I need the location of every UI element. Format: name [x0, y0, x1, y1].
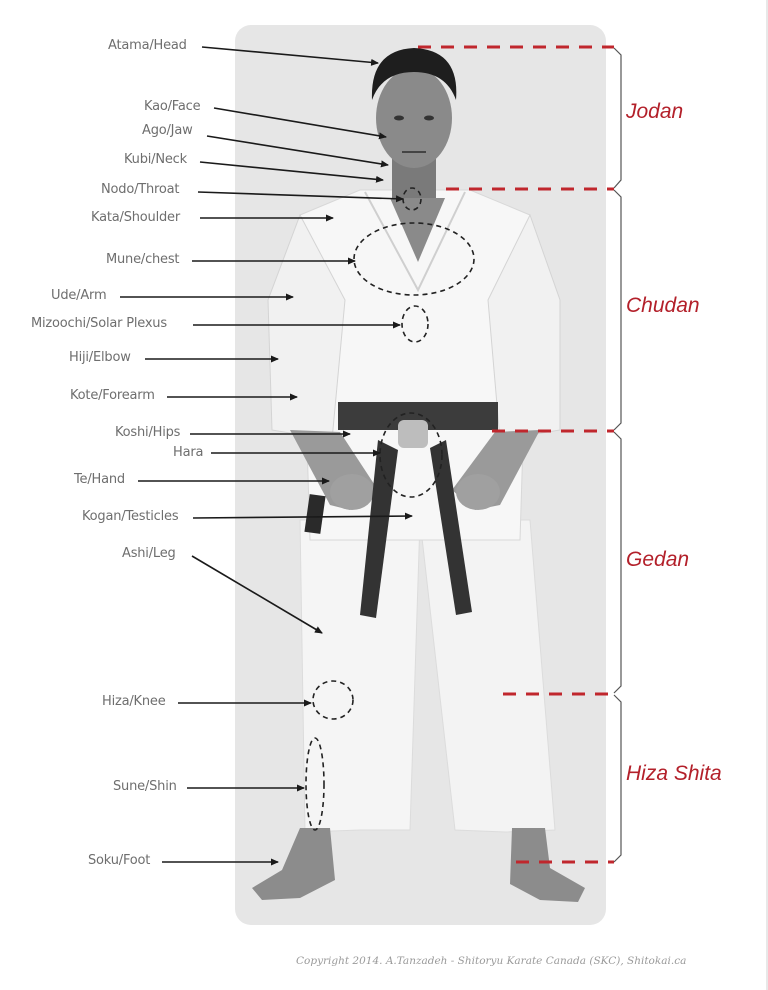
shin-target — [305, 737, 325, 831]
label-testicles: Kogan/Testicles — [82, 509, 179, 524]
chest-target — [353, 222, 475, 296]
label-hand: Te/Hand — [74, 472, 125, 487]
copyright-notice: Copyright 2014. A.Tanzadeh - Shitoryu Ka… — [296, 955, 687, 967]
label-foot: Soku/Foot — [88, 853, 151, 868]
label-knee: Hiza/Knee — [102, 694, 166, 709]
label-solar-plexus: Mizoochi/Solar Plexus — [31, 316, 167, 331]
label-arm: Ude/Arm — [51, 288, 107, 303]
label-hara: Hara — [173, 445, 204, 460]
solar-plexus-target — [401, 305, 429, 343]
label-chest: Mune/chest — [106, 252, 180, 267]
label-elbow: Hiji/Elbow — [69, 350, 131, 365]
zone-hiza-shita: Hiza Shita — [626, 762, 722, 785]
zone-jodan: Jodan — [626, 100, 684, 123]
zone-brackets — [613, 47, 622, 863]
label-forearm: Kote/Forearm — [70, 388, 155, 403]
chudan-bracket — [613, 189, 622, 431]
karateka-figure — [252, 48, 585, 902]
label-face: Kao/Face — [144, 99, 201, 114]
zone-boundary-lines — [418, 45, 614, 864]
label-leg: Ashi/Leg — [122, 546, 176, 561]
label-neck: Kubi/Neck — [124, 152, 187, 167]
hiza-shita-bracket — [613, 694, 622, 863]
label-head: Atama/Head — [108, 38, 187, 53]
knee-target — [312, 680, 354, 720]
label-shoulder: Kata/Shoulder — [91, 210, 180, 225]
hara-target — [379, 412, 443, 498]
zone-gedan: Gedan — [626, 548, 690, 571]
jodan-bracket — [613, 47, 622, 189]
target-areas — [305, 187, 475, 831]
zone-chudan: Chudan — [626, 294, 700, 317]
label-jaw: Ago/Jaw — [142, 123, 193, 138]
gedan-bracket — [613, 431, 622, 694]
label-throat: Nodo/Throat — [101, 182, 180, 197]
label-hips: Koshi/Hips — [115, 425, 181, 440]
label-shin: Sune/Shin — [113, 779, 177, 794]
pointer-arrows — [120, 46, 413, 866]
page-edge — [766, 0, 768, 990]
